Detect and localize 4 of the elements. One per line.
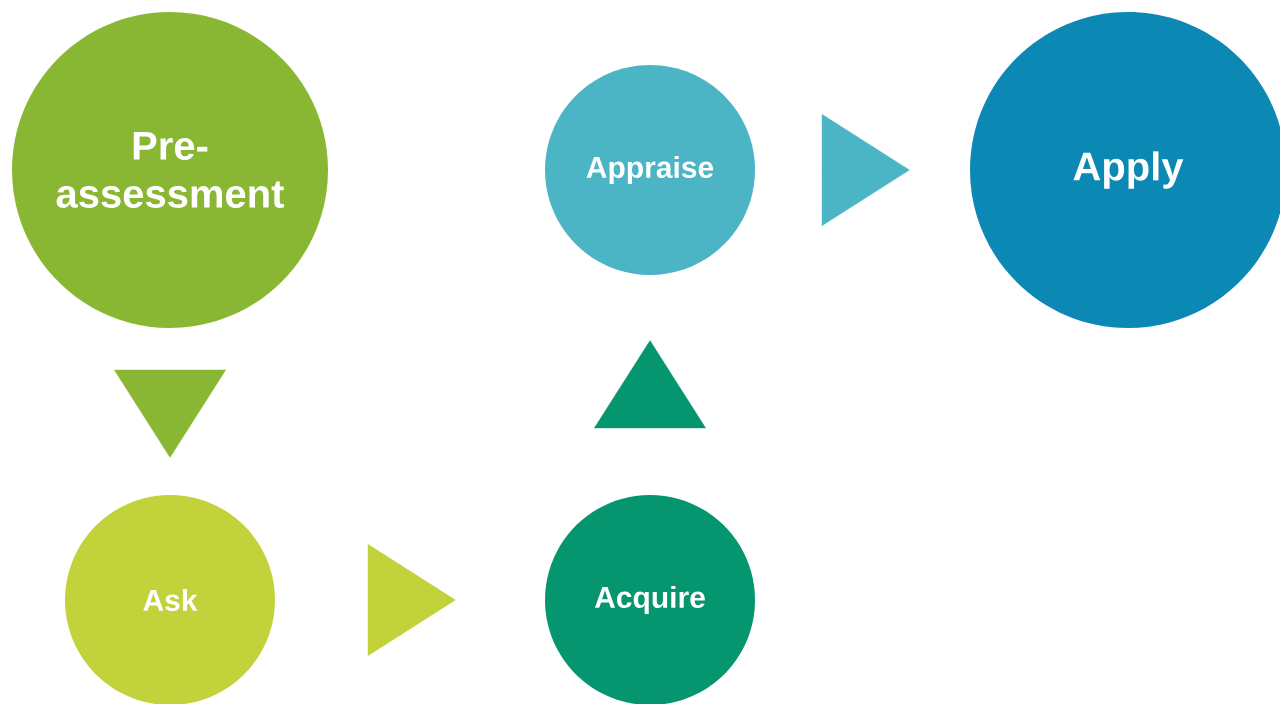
triangle-arrow — [821, 114, 910, 226]
triangle-arrow — [594, 340, 706, 429]
triangle-arrow — [114, 369, 226, 458]
triangle-arrow — [367, 544, 456, 656]
